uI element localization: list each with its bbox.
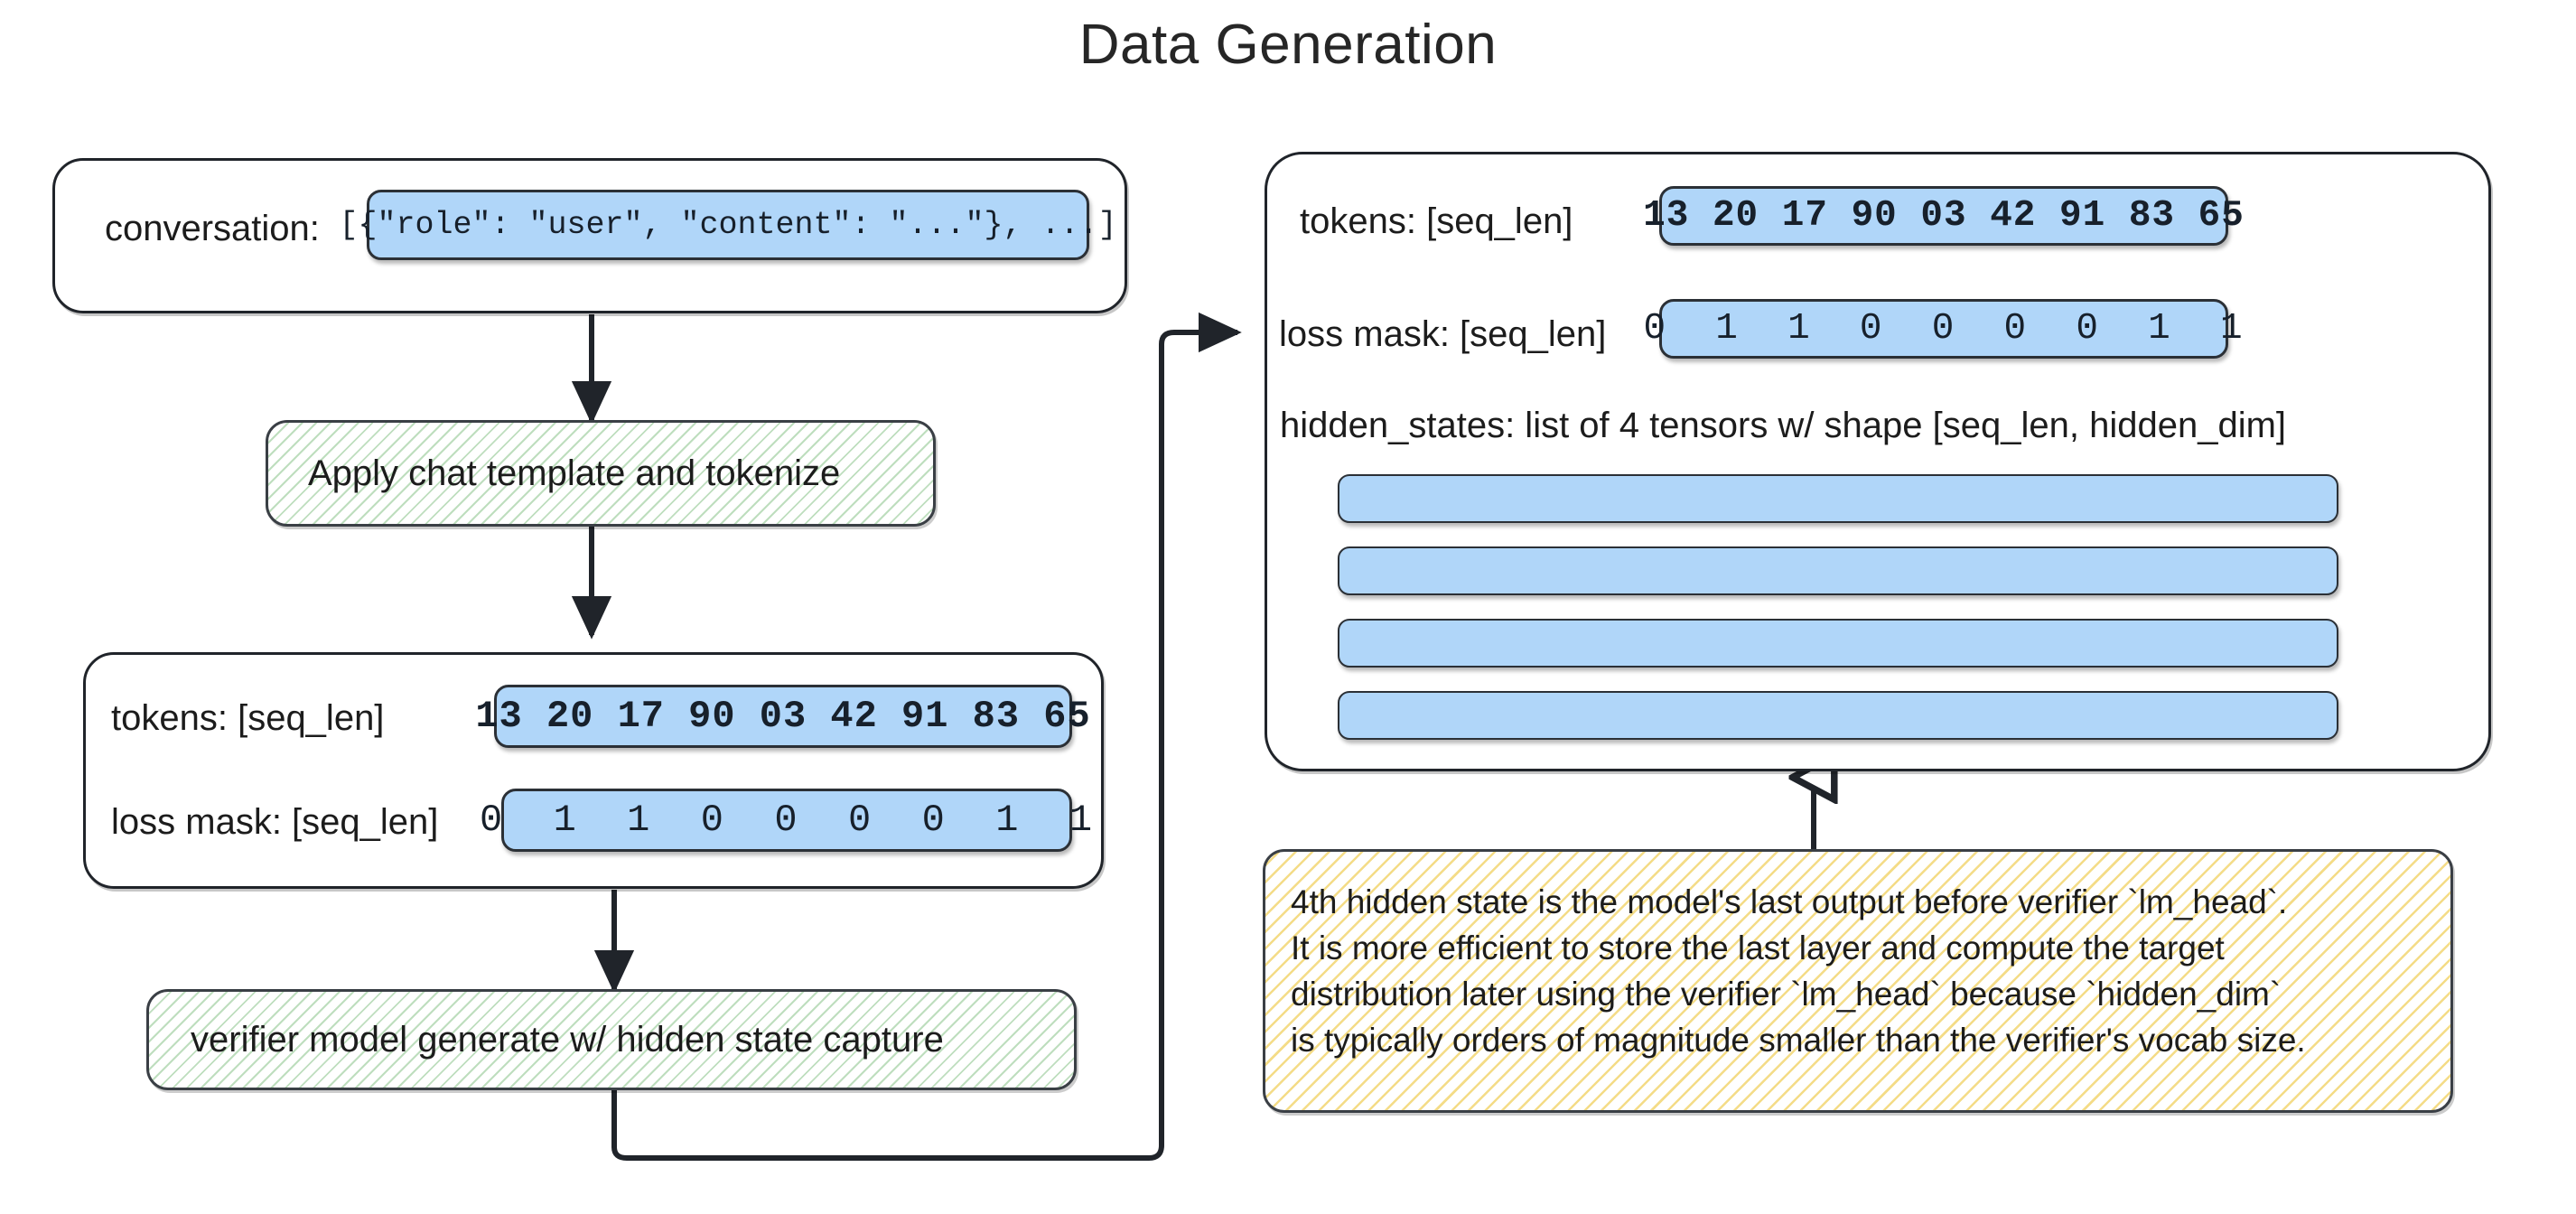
note-line-1: 4th hidden state is the model's last out… <box>1291 883 2288 920</box>
conversation-value-pill: [{"role": "user", "content": "..."}, ...… <box>339 190 1117 260</box>
hidden-state-bar-2 <box>1338 546 2338 595</box>
conversation-label: conversation: <box>105 209 320 248</box>
process-verifier-generate: verifier model generate w/ hidden state … <box>146 989 1077 1090</box>
page-title: Data Generation <box>1078 14 1498 76</box>
note-line-3: distribution later using the verifier `l… <box>1291 976 2282 1013</box>
output-tokens-label: tokens: [seq_len] <box>1300 201 1573 241</box>
tokens-value-pill: 13 20 17 90 03 42 91 83 65 <box>475 685 1090 748</box>
loss-mask-value-pill: 0 1 1 0 0 0 0 1 1 <box>480 789 1092 852</box>
process-verifier-generate-label: verifier model generate w/ hidden state … <box>191 1019 944 1060</box>
explanation-note-box: 4th hidden state is the model's last out… <box>1263 849 2453 1113</box>
hidden-state-bar-4 <box>1338 691 2338 740</box>
output-loss-mask-label: loss mask: [seq_len] <box>1279 314 1607 354</box>
loss-mask-label: loss mask: [seq_len] <box>111 802 439 842</box>
tokens-label: tokens: [seq_len] <box>111 698 385 738</box>
hidden-state-bar-3 <box>1338 619 2338 668</box>
note-line-4: is typically orders of magnitude smaller… <box>1291 1022 2306 1059</box>
process-apply-chat-template-label: Apply chat template and tokenize <box>308 453 841 493</box>
hidden-state-bar-1 <box>1338 474 2338 523</box>
output-tokens-value-pill: 13 20 17 90 03 42 91 83 65 <box>1643 186 2244 246</box>
hidden-states-label: hidden_states: list of 4 tensors w/ shap… <box>1280 406 2287 445</box>
conversation-box: conversation: [{"role": "user", "content… <box>52 158 1127 313</box>
process-apply-chat-template: Apply chat template and tokenize <box>266 420 936 527</box>
output-loss-mask-value-pill: 0 1 1 0 0 0 0 1 1 <box>1643 299 2243 359</box>
tokens-lossmask-box: tokens: [seq_len] 13 20 17 90 03 42 91 8… <box>83 652 1104 889</box>
note-line-2: It is more efficient to store the last l… <box>1291 929 2225 967</box>
output-box: tokens: [seq_len] 13 20 17 90 03 42 91 8… <box>1265 152 2491 771</box>
